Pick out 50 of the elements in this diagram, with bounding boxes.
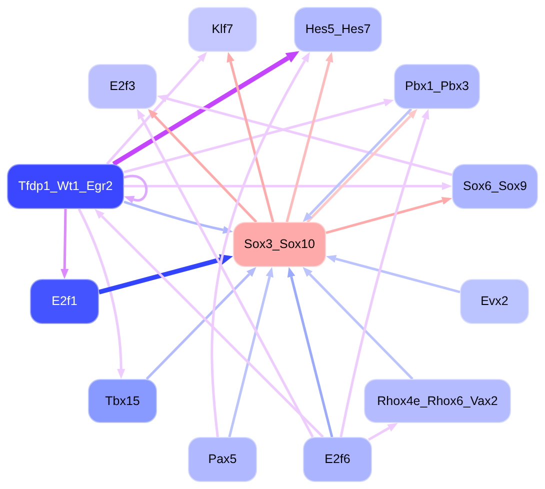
arrow bbox=[326, 196, 452, 234]
arrow bbox=[287, 267, 334, 438]
arrow bbox=[228, 267, 274, 438]
arrow bbox=[136, 108, 314, 438]
arrow bbox=[60, 208, 69, 279]
gene-node bbox=[394, 64, 480, 109]
gene-label: E2f1 bbox=[52, 294, 78, 309]
arrow bbox=[124, 98, 394, 174]
gene-node bbox=[452, 164, 538, 209]
gene-label: E2f6 bbox=[324, 452, 350, 467]
gene-node bbox=[7, 164, 124, 209]
gene-node bbox=[233, 222, 326, 267]
gene-label: Sox3_Sox10 bbox=[244, 237, 315, 252]
gene-label: Tfdp1_Wt1_Egr2 bbox=[18, 179, 113, 194]
gene-label: Evx2 bbox=[480, 294, 508, 309]
gene-node bbox=[88, 379, 157, 423]
arrow bbox=[94, 209, 324, 438]
arrow bbox=[368, 423, 398, 441]
self-loop-arrow bbox=[124, 174, 148, 204]
gene-node bbox=[294, 7, 382, 52]
gene-label: Tbx15 bbox=[105, 394, 140, 408]
gene-label: Sox6_Sox9 bbox=[463, 179, 527, 194]
arrow bbox=[302, 266, 414, 380]
arrow bbox=[326, 254, 460, 294]
arrow bbox=[148, 108, 258, 223]
gene-node bbox=[188, 7, 257, 52]
arrow bbox=[78, 208, 126, 379]
arrow bbox=[124, 200, 233, 234]
arrow bbox=[286, 52, 334, 222]
arrow bbox=[124, 182, 452, 190]
gene-label: Rhox4e_Rhox6_Vax2 bbox=[377, 394, 498, 408]
gene-node bbox=[30, 279, 99, 324]
gene-label: E2f3 bbox=[110, 79, 136, 94]
gene-label: Pbx1_Pbx3 bbox=[405, 79, 469, 94]
gene-label: Hes5_Hes7 bbox=[305, 22, 371, 37]
arrow bbox=[106, 52, 207, 165]
gene-node bbox=[364, 379, 511, 423]
gene-label: Pax5 bbox=[208, 452, 237, 467]
gene-label: Klf7 bbox=[212, 22, 234, 37]
arrow bbox=[112, 51, 300, 166]
arrow bbox=[157, 94, 452, 176]
arrow bbox=[340, 109, 430, 438]
arrow bbox=[226, 52, 274, 222]
gene-node bbox=[460, 279, 529, 324]
gene-node bbox=[188, 437, 257, 482]
arrow bbox=[210, 52, 310, 438]
arrow bbox=[146, 266, 256, 380]
gene-node bbox=[303, 437, 372, 482]
gene-node bbox=[88, 64, 157, 109]
arrow bbox=[98, 254, 233, 294]
